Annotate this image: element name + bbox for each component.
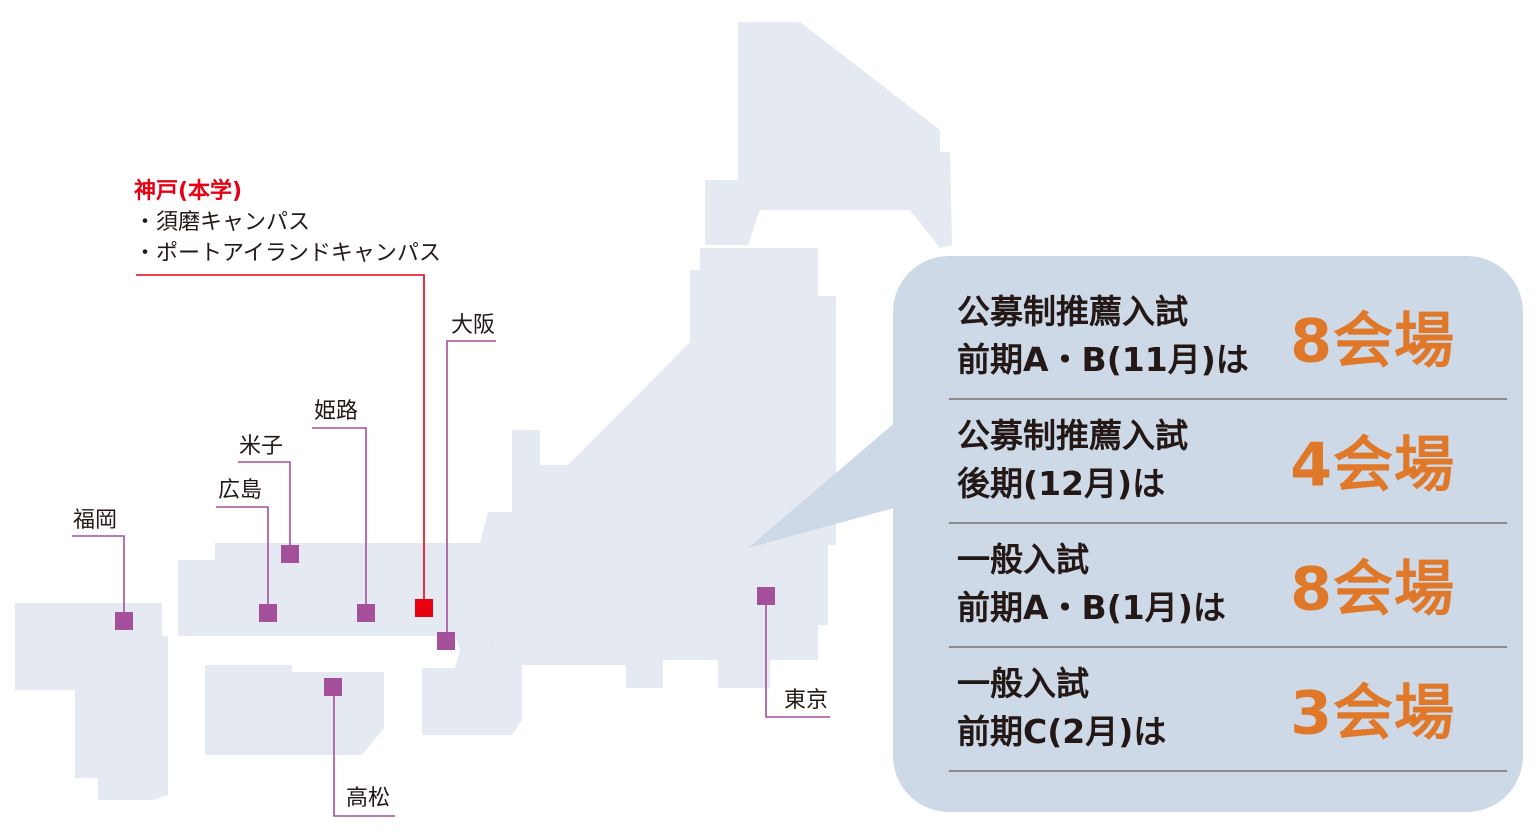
himeji-label: 姫路 [314,399,359,424]
venue-count: 4会場 [1290,430,1455,501]
exam-period: 前期C(2月)は [957,712,1167,751]
osaka-leader-line [446,340,496,641]
osaka-marker [437,632,455,650]
venue-count: 8会場 [1290,554,1455,625]
yonago-leader-line [238,461,291,554]
kyushu-island [15,603,168,800]
yonago-label: 米子 [239,434,284,459]
fukuoka-label: 福岡 [73,508,118,533]
takamatsu-label: 高松 [346,786,391,811]
exam-name: 公募制推薦入試 後期(12月)は [957,412,1188,508]
fukuoka-marker [115,612,133,630]
takamatsu-leader-line [333,687,395,817]
himeji-marker [357,604,375,622]
fukuoka-leader-line [72,535,125,621]
callout-pointer [748,420,905,548]
exam-venue-panel: 公募制推薦入試 前期A・B(11月)は 8会場 公募制推薦入試 後期(12月)は… [893,256,1523,812]
himeji-leader-line [312,427,367,613]
main-campus-title: 神戸(本学) [134,179,243,204]
osaka-label: 大阪 [451,313,496,338]
kobe-marker [415,599,433,617]
exam-type: 公募制推薦入試 [957,416,1188,455]
exam-period: 前期A・B(11月)は [957,340,1249,379]
hiroshima-leader-line [216,506,269,613]
exam-row: 一般入試 前期C(2月)は 3会場 [949,646,1507,772]
takamatsu-marker [324,678,342,696]
shikoku-island [205,665,384,755]
exam-row: 公募制推薦入試 後期(12月)は 4会場 [949,398,1507,524]
tokyo-marker [757,587,775,605]
kobe-leader-line [136,274,425,608]
kii-peninsula [422,636,522,735]
hokkaido-island [705,22,952,248]
exam-name: 一般入試 前期A・B(1月)は [957,536,1226,632]
tokyo-leader-line [765,596,830,718]
exam-type: 一般入試 [957,664,1089,703]
honshu-island [178,248,836,688]
exam-name: 一般入試 前期C(2月)は [957,660,1166,756]
exam-period: 後期(12月)は [957,464,1166,503]
venue-count: 3会場 [1290,678,1455,749]
campus-item-suma: ・須磨キャンパス [134,210,311,235]
hiroshima-label: 広島 [218,478,263,503]
exam-name: 公募制推薦入試 前期A・B(11月)は [957,288,1249,384]
main-campus-label: 神戸(本学) ・須磨キャンパス ・ポートアイランドキャンパス [134,176,441,269]
exam-type: 公募制推薦入試 [957,292,1188,331]
exam-row: 一般入試 前期A・B(1月)は 8会場 [949,522,1507,648]
venue-count: 8会場 [1290,306,1455,377]
exam-type: 一般入試 [957,540,1089,579]
exam-period: 前期A・B(1月)は [957,588,1226,627]
tokyo-label: 東京 [784,688,829,713]
campus-item-port-island: ・ポートアイランドキャンパス [134,241,441,266]
hiroshima-marker [259,604,277,622]
yonago-marker [281,545,299,563]
exam-row: 公募制推薦入試 前期A・B(11月)は 8会場 [949,274,1507,400]
